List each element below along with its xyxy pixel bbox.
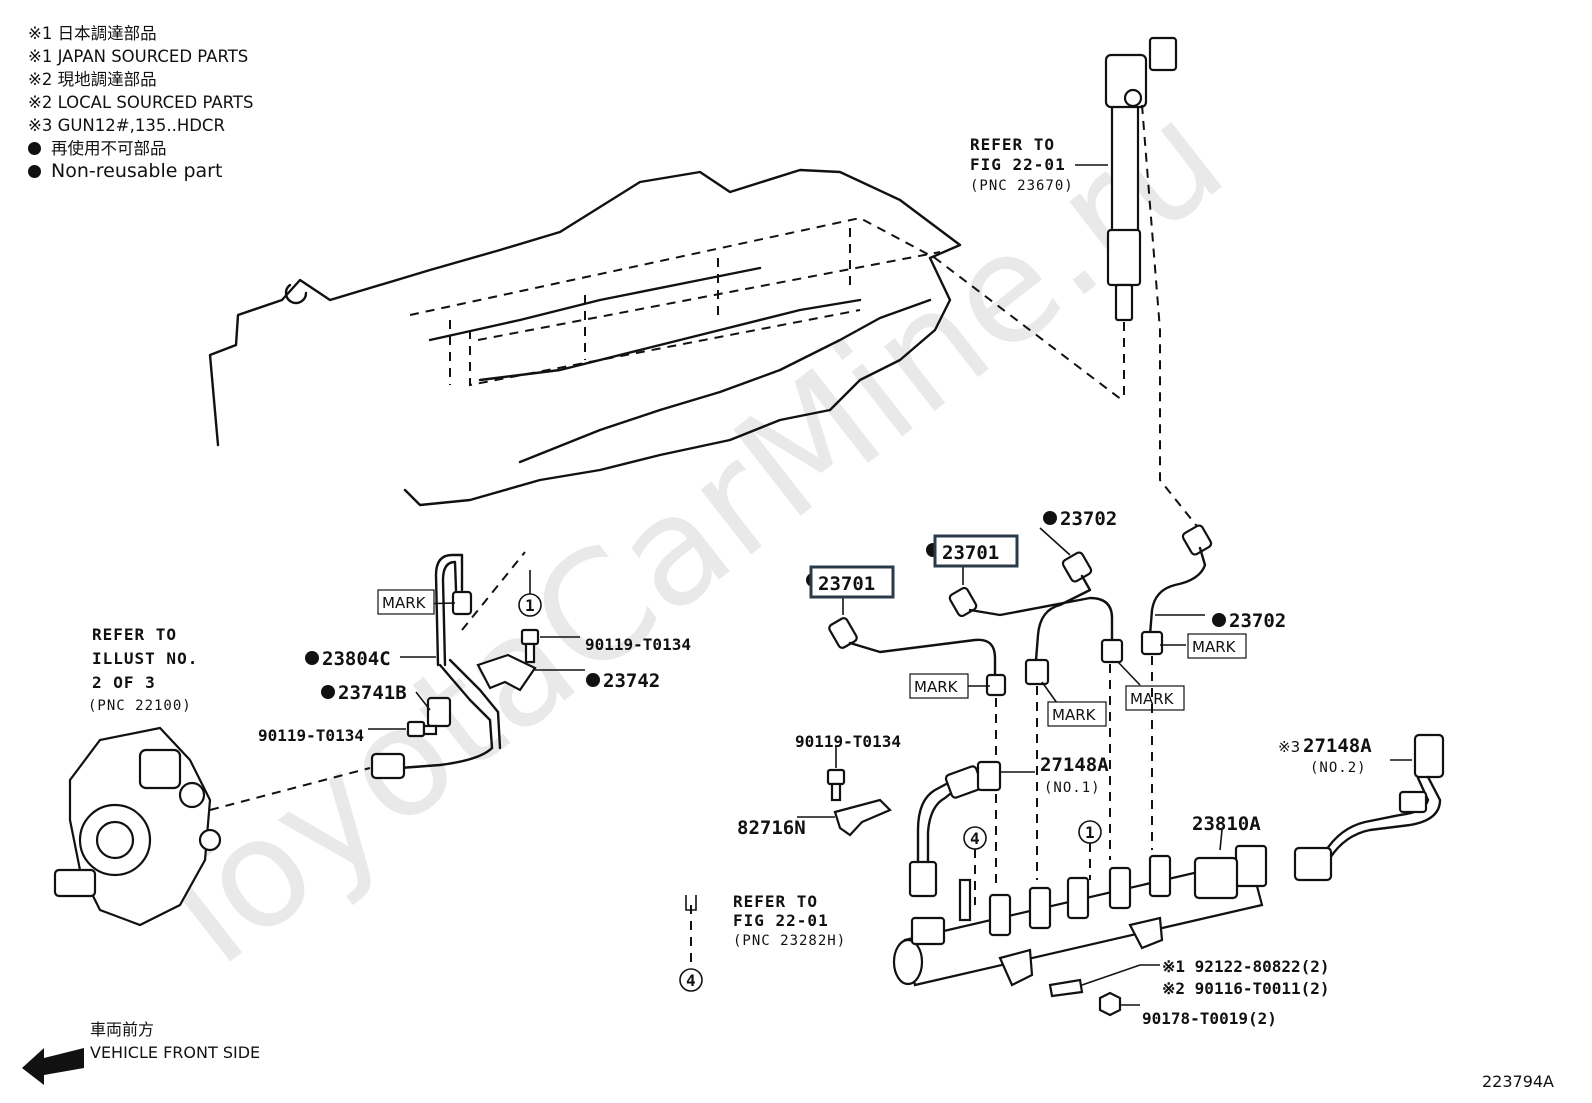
harness-27148a-no1 bbox=[908, 760, 1035, 898]
ref-injector: REFER TO FIG 22-01 (PNC 23670) bbox=[970, 135, 1108, 194]
label-82716n: 82716N bbox=[737, 817, 806, 839]
svg-text:FIG 22-01: FIG 22-01 bbox=[970, 155, 1066, 174]
label-90119-a: 90119-T0134 bbox=[585, 635, 691, 654]
mark-label-2: MARK bbox=[1052, 706, 1097, 724]
svg-text:REFER TO: REFER TO bbox=[970, 135, 1055, 154]
label-92122: ※1 92122-80822(2) bbox=[1162, 957, 1330, 976]
stud-and-nut bbox=[1048, 964, 1160, 1017]
harness-27148a-no2 bbox=[1293, 733, 1445, 882]
callout-circles: 1 4 1 4 bbox=[518, 570, 1102, 992]
front-jp: 車両前方 bbox=[90, 1020, 155, 1039]
bullet-icon bbox=[28, 165, 41, 178]
injector bbox=[1104, 36, 1201, 531]
legend-line-2: ※1 JAPAN SOURCED PARTS bbox=[28, 47, 249, 66]
front-arrow-icon bbox=[22, 1048, 84, 1085]
svg-text:(PNC 23282H): (PNC 23282H) bbox=[733, 933, 846, 949]
svg-text:ILLUST NO.: ILLUST NO. bbox=[92, 649, 198, 668]
svg-text:2 OF 3: 2 OF 3 bbox=[92, 673, 156, 692]
legend: ※1 日本調達部品 ※1 JAPAN SOURCED PARTS ※2 現地調達… bbox=[28, 22, 253, 183]
legend-nonreusable-en: Non-reusable part bbox=[28, 160, 253, 183]
label-27148a2: 27148A bbox=[1303, 735, 1372, 757]
legend-nonreusable-jp: 再使用不可部品 bbox=[28, 137, 253, 160]
label-90116: ※2 90116-T0011(2) bbox=[1162, 979, 1330, 998]
label-27148a-sub: (NO.1) bbox=[1044, 780, 1101, 796]
legend-line-4: ※2 LOCAL SOURCED PARTS bbox=[28, 93, 254, 112]
label-23701-a: 23701 bbox=[818, 573, 875, 595]
ref-marker-icon bbox=[685, 895, 697, 911]
svg-text:4: 4 bbox=[686, 971, 696, 990]
engine-outline bbox=[208, 168, 1123, 507]
vehicle-front-label: 車両前方 VEHICLE FRONT SIDE bbox=[90, 1018, 260, 1064]
pipe-23804c: MARK bbox=[370, 551, 526, 780]
bracket-23742 bbox=[476, 653, 585, 692]
mark-label-pump: MARK bbox=[382, 594, 427, 612]
ref-rail: REFER TO FIG 22-01 (PNC 23282H) bbox=[733, 892, 846, 949]
svg-text:(PNC 22100): (PNC 22100) bbox=[88, 698, 192, 714]
svg-text:4: 4 bbox=[970, 829, 980, 848]
bolt-icon bbox=[368, 628, 846, 802]
pipe-rail-guides bbox=[690, 656, 1153, 965]
label-23742: 23742 bbox=[603, 670, 660, 692]
svg-text:1: 1 bbox=[1085, 823, 1095, 842]
mark-label-4: MARK bbox=[1192, 638, 1237, 656]
label-23702-b: 23702 bbox=[1229, 610, 1286, 632]
supply-pump bbox=[53, 726, 371, 927]
clamp-82716n bbox=[797, 798, 892, 837]
label-23810a: 23810A bbox=[1192, 813, 1261, 835]
label-90178: 90178-T0019(2) bbox=[1142, 1009, 1277, 1028]
rail-ports bbox=[988, 854, 1172, 937]
label-27148a2-prefix: ※3 bbox=[1278, 738, 1300, 756]
injection-pipes bbox=[828, 524, 1213, 697]
legend-line-5: ※3 GUN12#,135..HDCR bbox=[28, 116, 225, 135]
watermark: ToyotaCarMine.ru bbox=[114, 69, 1255, 1013]
label-23804c: 23804C bbox=[322, 648, 391, 670]
label-90119-c: 90119-T0134 bbox=[795, 732, 901, 751]
front-en: VEHICLE FRONT SIDE bbox=[90, 1043, 261, 1062]
label-90119-b: 90119-T0134 bbox=[258, 726, 364, 745]
bullet-icon bbox=[28, 142, 41, 155]
label-23702-a: 23702 bbox=[1060, 508, 1117, 530]
svg-text:REFER TO: REFER TO bbox=[92, 625, 177, 644]
part-labels: 23701 23701 23702 23702 23804C 23741B 23… bbox=[258, 508, 1372, 1028]
svg-text:1: 1 bbox=[525, 596, 535, 615]
svg-text:FIG 22-01: FIG 22-01 bbox=[733, 911, 829, 930]
label-27148a2-sub: (NO.2) bbox=[1310, 760, 1367, 776]
mark-label-1: MARK bbox=[914, 678, 959, 696]
legend-line-3: ※2 現地調達部品 bbox=[28, 70, 157, 89]
mark-label-3: MARK bbox=[1130, 690, 1175, 708]
label-23741b: 23741B bbox=[338, 682, 407, 704]
ref-pump: REFER TO ILLUST NO. 2 OF 3 (PNC 22100) bbox=[88, 625, 198, 714]
figure-number: 223794A bbox=[1481, 1072, 1554, 1091]
svg-text:REFER TO: REFER TO bbox=[733, 892, 818, 911]
svg-text:(PNC 23670): (PNC 23670) bbox=[970, 178, 1074, 194]
label-23701-b: 23701 bbox=[942, 542, 999, 564]
mark-labels: MARK MARK MARK MARK bbox=[909, 633, 1247, 727]
common-rail bbox=[892, 829, 1268, 987]
legend-line-1: ※1 日本調達部品 bbox=[28, 24, 157, 43]
label-27148a: 27148A bbox=[1040, 754, 1109, 776]
